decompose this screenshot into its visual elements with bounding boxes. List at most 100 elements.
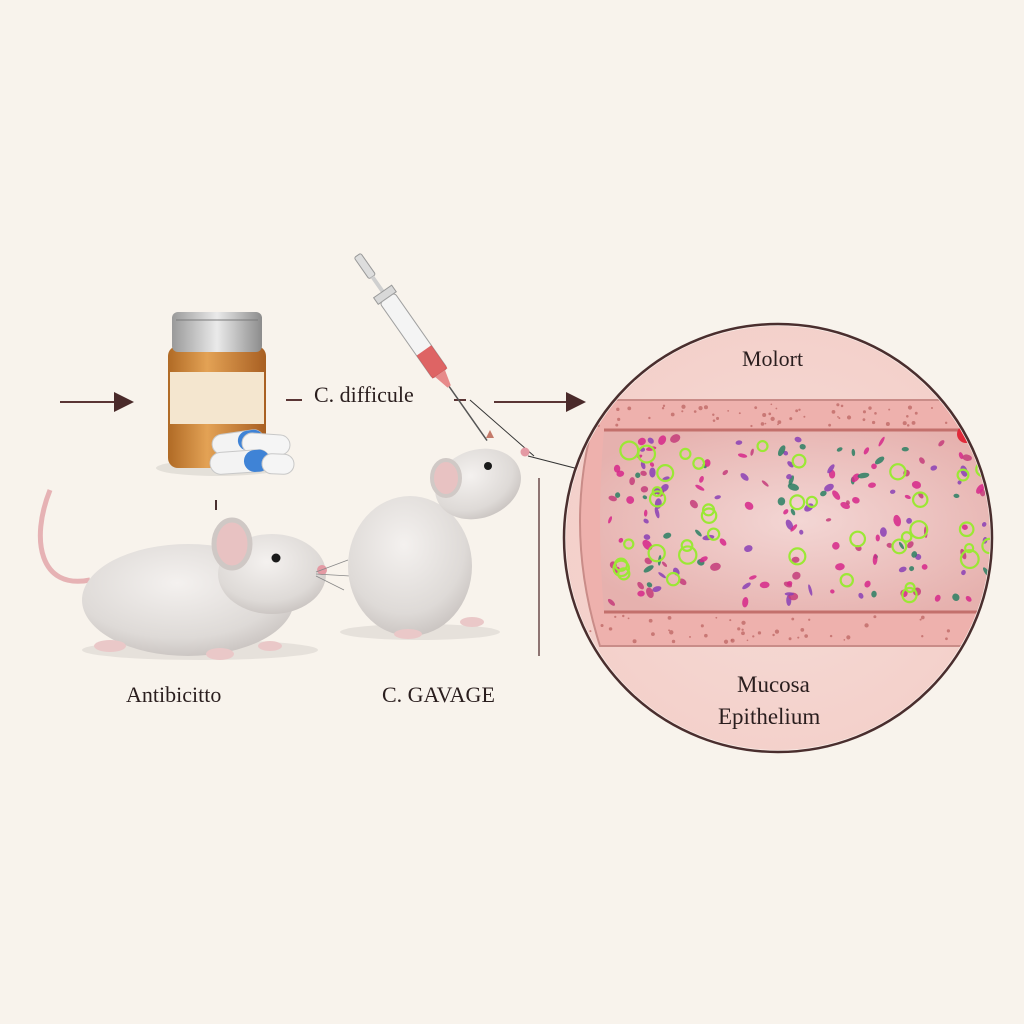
- bacteria-icon: [977, 435, 984, 441]
- bacteria-icon: [898, 566, 907, 573]
- bacteria-icon: [735, 440, 743, 445]
- bacteria-icon: [901, 586, 918, 604]
- bacteria-icon: [906, 517, 912, 524]
- bacteria-icon: [613, 464, 621, 473]
- bacteria-icon: [661, 561, 668, 567]
- antibiotic-label: Antibicitto: [126, 682, 222, 707]
- bacteria-icon: [689, 499, 698, 509]
- bacteria-icon: [857, 472, 870, 479]
- bacteria-icon: [952, 593, 960, 602]
- bacteria-icon: [836, 447, 843, 452]
- bacteria-icon: [608, 516, 613, 524]
- bacteria-icon: [788, 547, 807, 566]
- bacteria-icon: [825, 518, 832, 522]
- bacteria-icon: [777, 445, 786, 457]
- bacteria-icon: [868, 482, 876, 488]
- bacteria-icon: [643, 565, 654, 573]
- bacteria-icon: [737, 453, 748, 458]
- bacteria-icon: [906, 541, 914, 549]
- bacteria-icon: [789, 494, 806, 511]
- mucosa-label: Mucosa: [737, 672, 810, 697]
- bacteria-icon: [904, 494, 911, 499]
- bacteria-icon: [750, 448, 754, 456]
- bacteria-icon: [608, 495, 617, 502]
- bacteria-icon: [695, 484, 705, 491]
- bacteria-icon: [670, 434, 681, 443]
- bacteria-icon: [649, 462, 655, 467]
- bacteria-icon: [658, 435, 667, 445]
- bacteria-icon: [623, 538, 635, 550]
- bacteria-icon: [695, 529, 702, 537]
- bacteria-icon: [786, 580, 793, 586]
- c-difficile-label: C. difficule: [314, 382, 414, 407]
- bacteria-icon: [953, 493, 960, 499]
- bacteria-icon: [886, 542, 893, 548]
- bacteria-icon: [958, 452, 964, 460]
- bacteria-icon: [618, 537, 624, 543]
- bacteria-icon: [749, 575, 757, 580]
- bacteria-icon: [640, 461, 646, 470]
- bacteria-icon: [987, 465, 990, 470]
- bacteria-icon: [956, 468, 970, 482]
- bacteria-icon: [643, 518, 649, 524]
- bacteria-icon: [786, 474, 792, 480]
- bacteria-icon: [719, 538, 727, 546]
- bacteria-icon: [858, 592, 864, 599]
- bacteria-icon: [742, 596, 749, 608]
- bacteria-icon: [961, 569, 966, 576]
- bacteria-icon: [893, 514, 902, 527]
- bacteria-icon: [878, 436, 885, 447]
- bacteria-icon: [785, 519, 794, 530]
- bacteria-icon: [934, 594, 941, 602]
- bacteria-icon: [835, 563, 845, 571]
- bacteria-icon: [851, 473, 860, 483]
- bacteria-icon: [909, 520, 929, 540]
- bacteria-icon: [722, 469, 729, 476]
- bacteria-icon: [652, 586, 662, 592]
- bacteria-icon: [660, 484, 669, 492]
- bacteria-icon: [957, 480, 962, 485]
- bacteria-icon: [851, 448, 856, 457]
- bacteria-icon: [784, 592, 794, 596]
- bacteria-icon: [646, 582, 653, 588]
- bacteria-icon: [911, 551, 918, 558]
- bacteria-icon: [921, 564, 928, 570]
- bacteria-icon: [824, 483, 834, 492]
- intestine-cross-section: [562, 322, 994, 754]
- bacteria-icon: [646, 587, 654, 599]
- bacteria-icon: [692, 456, 706, 470]
- bacteria-icon: [792, 571, 801, 580]
- bacteria-icon: [617, 567, 631, 581]
- bacteria-icon: [704, 459, 711, 467]
- bacteria-icon: [901, 446, 909, 452]
- bacteria-icon: [742, 582, 751, 590]
- bacteria-icon: [830, 589, 835, 594]
- bacteria-icon: [790, 524, 798, 532]
- bacteria-icon: [648, 490, 667, 508]
- bacteria-icon: [987, 446, 990, 458]
- bacteria-icon: [891, 538, 908, 555]
- bacteria-icon: [794, 436, 802, 443]
- bacteria-icon: [637, 444, 657, 464]
- bacteria-icon: [714, 495, 721, 500]
- bacteria-icon: [889, 489, 896, 494]
- bacteria-icon: [981, 522, 987, 527]
- epithelium-label: Epithelium: [718, 704, 821, 729]
- bacteria-icon: [976, 484, 985, 494]
- molort-label: Molort: [742, 346, 804, 371]
- bacteria-icon: [647, 437, 654, 444]
- bacteria-icon: [981, 537, 990, 555]
- bacteria-icon: [960, 465, 968, 477]
- bacteria-icon: [959, 549, 980, 570]
- bacteria-icon: [787, 483, 799, 491]
- capsule-icon: [209, 429, 295, 475]
- bacteria-icon: [615, 492, 621, 498]
- bacteria-icon: [874, 456, 885, 465]
- bacteria-icon: [640, 470, 647, 476]
- bacteria-icon: [808, 584, 813, 596]
- bacteria-icon: [658, 572, 666, 579]
- bacteria-icon: [791, 556, 800, 563]
- bacteria-icon: [871, 463, 877, 470]
- bacteria-icon: [938, 440, 945, 447]
